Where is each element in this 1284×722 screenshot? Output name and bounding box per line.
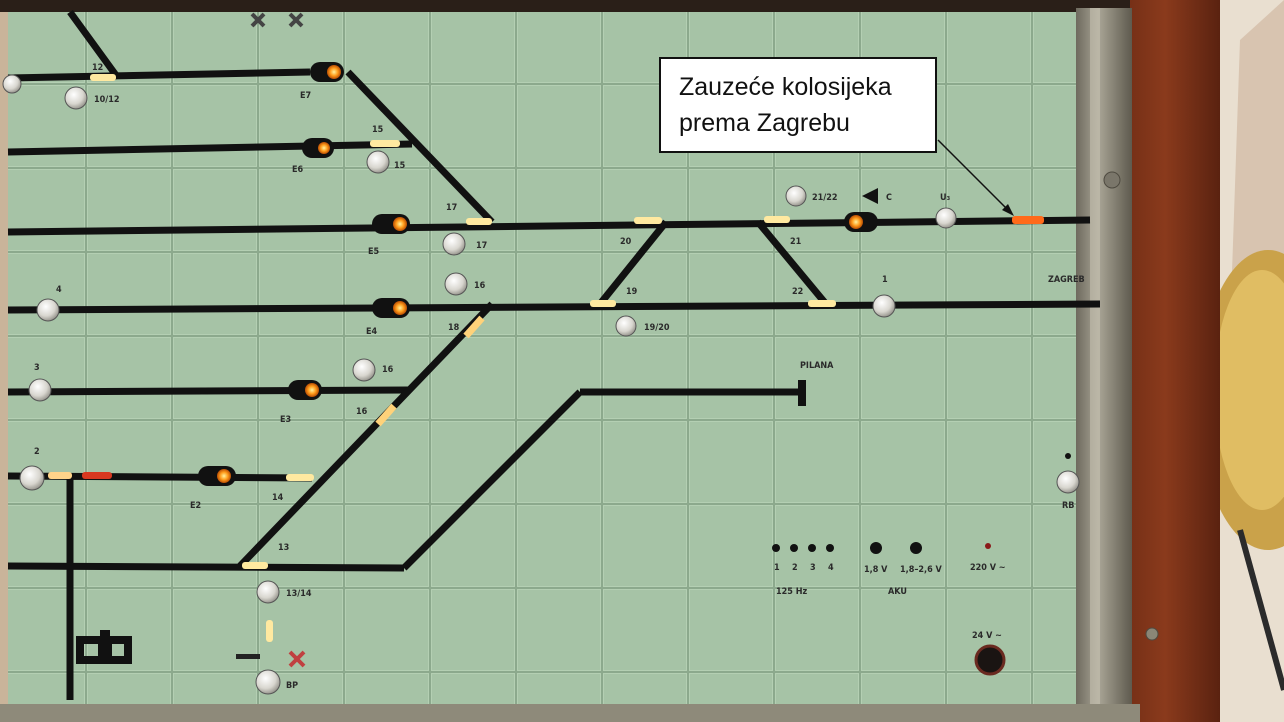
label-count-3: 3 — [810, 563, 816, 573]
label-24v: 24 V ~ — [972, 631, 1002, 641]
label-17b: 17 — [476, 241, 487, 251]
label-21: 21 — [790, 237, 802, 247]
label-220v: 220 V ~ — [970, 563, 1006, 573]
label-19: 19 — [626, 287, 638, 297]
label-19-20: 19/20 — [644, 323, 670, 333]
label-22: 22 — [792, 287, 803, 297]
label-e5: E5 — [368, 247, 380, 257]
label-pilana: PILANA — [800, 361, 834, 371]
label-count-4: 4 — [828, 563, 834, 573]
label-e2: E2 — [190, 501, 201, 511]
label-4: 4 — [56, 285, 62, 295]
label-zagreb: ZAGREB — [1048, 275, 1085, 285]
label-e3: E3 — [280, 415, 291, 425]
label-3: 3 — [34, 363, 40, 373]
label-13: 13 — [278, 543, 289, 553]
label-16a: 16 — [474, 281, 486, 291]
label-e7: E7 — [300, 91, 311, 101]
label-21-22: 21/22 — [812, 193, 838, 203]
label-1: 1 — [882, 275, 888, 285]
label-13-14: 13/14 — [286, 589, 312, 599]
label-e6: E6 — [292, 165, 304, 175]
label-15b: 15 — [394, 161, 406, 171]
label-17a: 17 — [446, 203, 457, 213]
callout-line-2: prema Zagrebu — [679, 109, 850, 137]
annotation-callout: Zauzeće kolosijeka prema Zagrebu — [659, 57, 937, 153]
label-2: 2 — [34, 447, 40, 457]
label-125hz: 125 Hz — [776, 587, 807, 597]
label-10-12: 10/12 — [94, 95, 120, 105]
callout-line-1: Zauzeće kolosijeka — [679, 73, 892, 101]
label-c: C — [886, 193, 892, 203]
label-14: 14 — [272, 493, 284, 503]
label-18: 18 — [448, 323, 460, 333]
label-15a: 15 — [372, 125, 384, 135]
label-count-1: 1 — [774, 563, 780, 573]
label-1-8-2-6v: 1,8–2,6 V — [900, 565, 943, 575]
label-1-8v: 1,8 V — [864, 565, 888, 575]
label-aku: AKU — [888, 587, 907, 597]
label-rb: RB — [1062, 501, 1074, 511]
label-u3: U₃ — [940, 193, 951, 203]
label-16b: 16 — [382, 365, 394, 375]
label-16c: 16 — [356, 407, 368, 417]
label-12: 12 — [92, 63, 103, 73]
label-e4: E4 — [366, 327, 378, 337]
label-20: 20 — [620, 237, 632, 247]
label-bp: BP — [286, 681, 298, 691]
label-count-2: 2 — [792, 563, 798, 573]
